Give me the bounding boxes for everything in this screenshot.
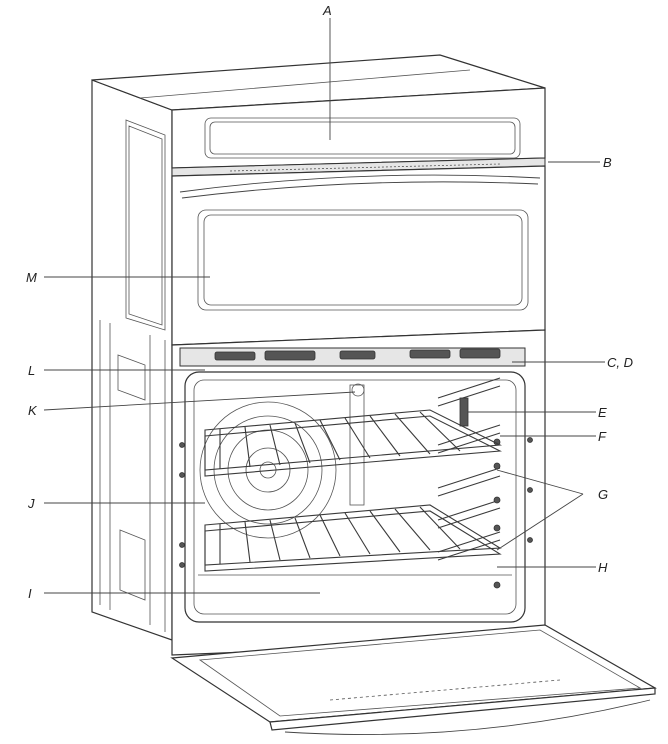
callout-labels: A B C, D E F G H I J K L M <box>26 3 633 601</box>
leader-G1 <box>496 469 584 495</box>
label-A: A <box>322 3 332 18</box>
callout-leaders <box>43 18 605 594</box>
upper-oven-rack <box>204 409 502 477</box>
open-oven-door <box>170 624 657 736</box>
label-K: K <box>28 403 38 418</box>
label-I: I <box>28 586 32 601</box>
frame-details <box>179 437 533 568</box>
label-CD: C, D <box>607 355 633 370</box>
control-panel <box>171 87 546 169</box>
label-F: F <box>598 429 607 444</box>
oven-cavity <box>184 371 526 623</box>
cabinet-side-panel <box>91 79 173 641</box>
label-H: H <box>598 560 608 575</box>
label-J: J <box>27 496 35 511</box>
label-L: L <box>28 363 35 378</box>
upper-oven-door <box>171 165 546 346</box>
leader-G2 <box>496 493 584 551</box>
label-G: G <box>598 487 608 502</box>
lower-control-strip <box>179 347 526 385</box>
leader-K <box>43 391 356 411</box>
label-M: M <box>26 270 37 285</box>
label-B: B <box>603 155 612 170</box>
label-E: E <box>598 405 607 420</box>
